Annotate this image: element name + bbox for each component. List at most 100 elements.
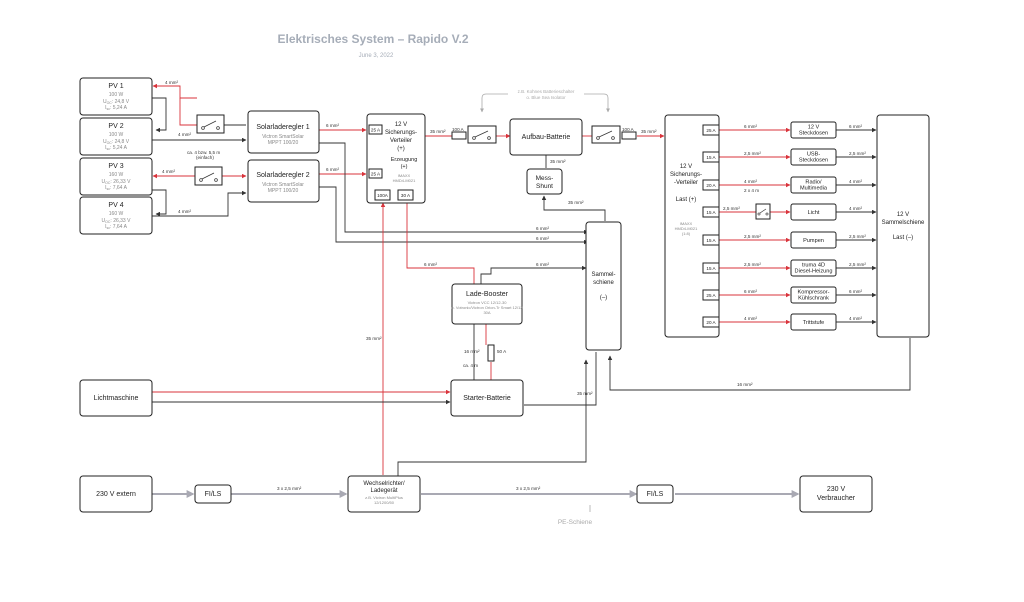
wire-label: ca. 4 m — [463, 363, 478, 368]
pv-current-subscript: sc — [106, 107, 110, 111]
load-fuse-rating: 20 A — [706, 320, 716, 325]
charge-booster: Lade-Booster Victron VCC 12/12-30 o. Vot… — [451, 283, 523, 325]
fuse-distributor-generation: 12 V Sicherungs- Verteiler (+) Erzeugung… — [366, 113, 426, 204]
switch-pv34 — [194, 166, 223, 186]
pv-voltage-value: : 24,8 V — [112, 139, 130, 145]
controller-1-sub2: MPPT 100/20 — [268, 140, 299, 146]
measurement-shunt: Mess- Shunt — [526, 168, 563, 195]
load-fuse-rating: 25 A — [706, 128, 716, 133]
wire-label: 6 mm² — [326, 123, 339, 128]
load-name-line1: USB- — [807, 152, 821, 158]
dist-in-line6: (+) — [401, 164, 408, 170]
pv-power: 160 W — [109, 172, 124, 178]
wire-label: 4 mm² — [178, 209, 191, 214]
controller-2-sub2: MPPT 100/20 — [268, 188, 299, 194]
wire-labels: 4 mm² 4 mm² ca. 4 bzw. 5,5 m (einfach) 4… — [162, 80, 753, 491]
inline-fuse-2 — [621, 131, 637, 140]
pv-current-subscript: sc — [106, 147, 110, 151]
pv-voltage-symbol: U — [103, 139, 107, 145]
busbar-last-line1: 12 V — [897, 212, 909, 218]
pv-name: PV 3 — [108, 163, 123, 170]
pv-voltage: UOC: 26,33 V — [102, 179, 132, 185]
inverter-line2: Ladegerät — [370, 488, 397, 494]
load-fuse-rating: 15 A — [706, 155, 716, 160]
pv-power: 100 W — [109, 92, 124, 98]
wire-label: 6 mm² — [849, 289, 862, 294]
booster-line3: 30A — [483, 310, 490, 315]
starter-battery-label: Starter-Batterie — [463, 395, 511, 402]
load-name-line1: Trittstufe — [803, 320, 825, 326]
dist-in-line8: HMD4-M021 — [393, 178, 416, 183]
dist-in-line4: (+) — [397, 146, 405, 152]
pe-busbar-label: PE-Schiene — [558, 519, 593, 526]
fuse-distributor-load: 12 V Sicherungs- -Verteiler Last (+) IMA… — [664, 114, 720, 338]
controller-2-name: Solarladeregler 2 — [256, 172, 309, 179]
load-name-line1: truma 4D — [802, 263, 825, 269]
rcd-breaker-2: FI/LS — [636, 484, 674, 504]
wire-label: 6 mm² — [849, 124, 862, 129]
external-230v: 230 V extern — [79, 475, 153, 513]
wire-label: 6 mm² — [326, 167, 339, 172]
dist-out-line5: IMAXX — [680, 221, 693, 226]
inverter-charger: Wechselrichter/ Ladegerät z.B. Victron M… — [347, 475, 421, 513]
wire-label: 50 A — [497, 349, 507, 354]
pv-name: PV 1 — [108, 83, 123, 90]
busbar-last-line2: Sammelschiene — [882, 220, 925, 226]
pv-voltage-value: : 24,8 V — [112, 99, 130, 105]
dist-in-fuse-3: 100A — [377, 193, 389, 198]
pv-voltage: UOC: 26,33 V — [102, 218, 132, 224]
rcd-breaker-1-label: FI/LS — [205, 491, 222, 498]
pv-current-value: : 5,24 A — [110, 105, 128, 111]
pv-current-value: : 7,64 A — [110, 224, 128, 230]
house-battery-label: Aufbau-Batterie — [522, 134, 571, 141]
wire-label: 6 mm² — [536, 262, 549, 267]
dist-out-line4: Last (+) — [676, 197, 697, 203]
dist-in-line7: IMAXX — [398, 173, 411, 178]
load-name-line1: Kompressor- — [797, 290, 829, 296]
inverter-line1: Wechselrichter/ — [363, 481, 405, 487]
pv-voltage-subscript: OC — [105, 220, 111, 224]
ac-consumers: 230 V Verbraucher — [799, 475, 873, 513]
load-name-line1: 12 V — [808, 125, 820, 131]
busbar-neg-line3: (–) — [600, 295, 607, 301]
load-name-line2: Multimedia — [800, 186, 828, 192]
dist-in-line1: 12 V — [395, 122, 407, 128]
load-consumer: Trittstufe — [790, 313, 837, 331]
pv-current: Isc: 5,24 A — [105, 105, 128, 111]
load-fuse: 15 A — [702, 206, 720, 218]
load-consumer: Kompressor-Kühlschrank — [790, 286, 837, 304]
dist-in-fuse-1: 25 A — [371, 128, 381, 133]
pv-voltage-subscript: OC — [105, 181, 111, 185]
alternator: Lichtmaschine — [79, 379, 153, 417]
inline-fuse-1 — [451, 131, 467, 140]
load-name-line1: Pumpen — [803, 238, 824, 244]
busbar-negative: Sammel- schiene (–) — [585, 221, 622, 351]
battery-switch-2 — [591, 125, 621, 144]
ac-consumers-line2: Verbraucher — [817, 495, 856, 502]
pv-current-symbol: I — [105, 105, 106, 111]
pv-power: 100 W — [109, 132, 124, 138]
charge-controller-2: Solarladeregler 2 Victron SmartSolar MPP… — [247, 159, 320, 203]
controller-2-sub1: Victron SmartSolar — [262, 182, 304, 188]
wire-label: 4 mm² — [849, 316, 862, 321]
wire-label: 4 mm² — [162, 169, 175, 174]
load-fuse: 15 A — [702, 262, 720, 274]
pv-current-value: : 5,24 A — [110, 145, 128, 151]
external-230v-label: 230 V extern — [96, 491, 136, 498]
pv-current-symbol: I — [105, 224, 106, 230]
dist-out-line3: -Verteiler — [674, 180, 698, 186]
load-fuse-rating: 25 A — [706, 293, 716, 298]
inverter-line3: z.B. Victron MultiPlus — [365, 495, 403, 500]
dist-in-fuse-4: 30 A — [401, 193, 411, 198]
busbar-last-line3: Last (–) — [893, 235, 913, 241]
wire-label: 4 mm² — [744, 179, 757, 184]
load-fuse-rating: 20 A — [706, 183, 716, 188]
booster-name: Lade-Booster — [466, 291, 509, 298]
